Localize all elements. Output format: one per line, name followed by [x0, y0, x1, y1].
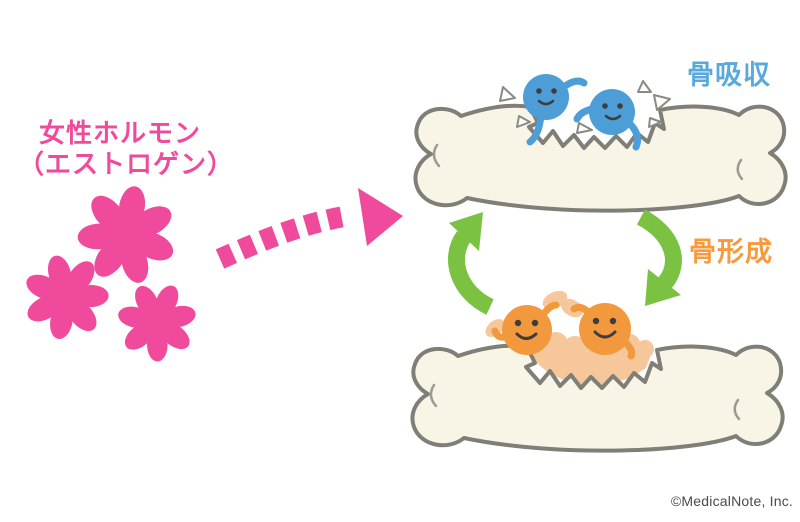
estrogen-label-line2: （エストロゲン） — [18, 148, 235, 179]
osteoblast-cell-1 — [485, 290, 568, 355]
estrogen-effect-arrow-icon — [215, 188, 403, 269]
estrogen-flowers-icon — [12, 177, 211, 376]
estrogen-label-line1: 女性ホルモン — [39, 118, 202, 148]
bone-resorption-scene — [413, 74, 788, 213]
bone-formation-label: 骨形成 — [689, 237, 773, 267]
estrogen-label: 女性ホルモン （エストロゲン） — [18, 118, 234, 179]
bone-debris — [499, 80, 671, 134]
cycle-arrow-down-icon — [636, 209, 682, 306]
osteoclast-cell-1 — [523, 74, 588, 146]
osteoblast-cell-2 — [560, 298, 643, 363]
bone-formation-scene — [410, 290, 785, 453]
copyright-text: ©MedicalNote, Inc. — [670, 493, 793, 509]
bone-resorption-label: 骨吸収 — [687, 60, 771, 90]
osteoclast-cell-2 — [573, 89, 641, 151]
cycle-arrow-up-icon — [448, 212, 495, 315]
